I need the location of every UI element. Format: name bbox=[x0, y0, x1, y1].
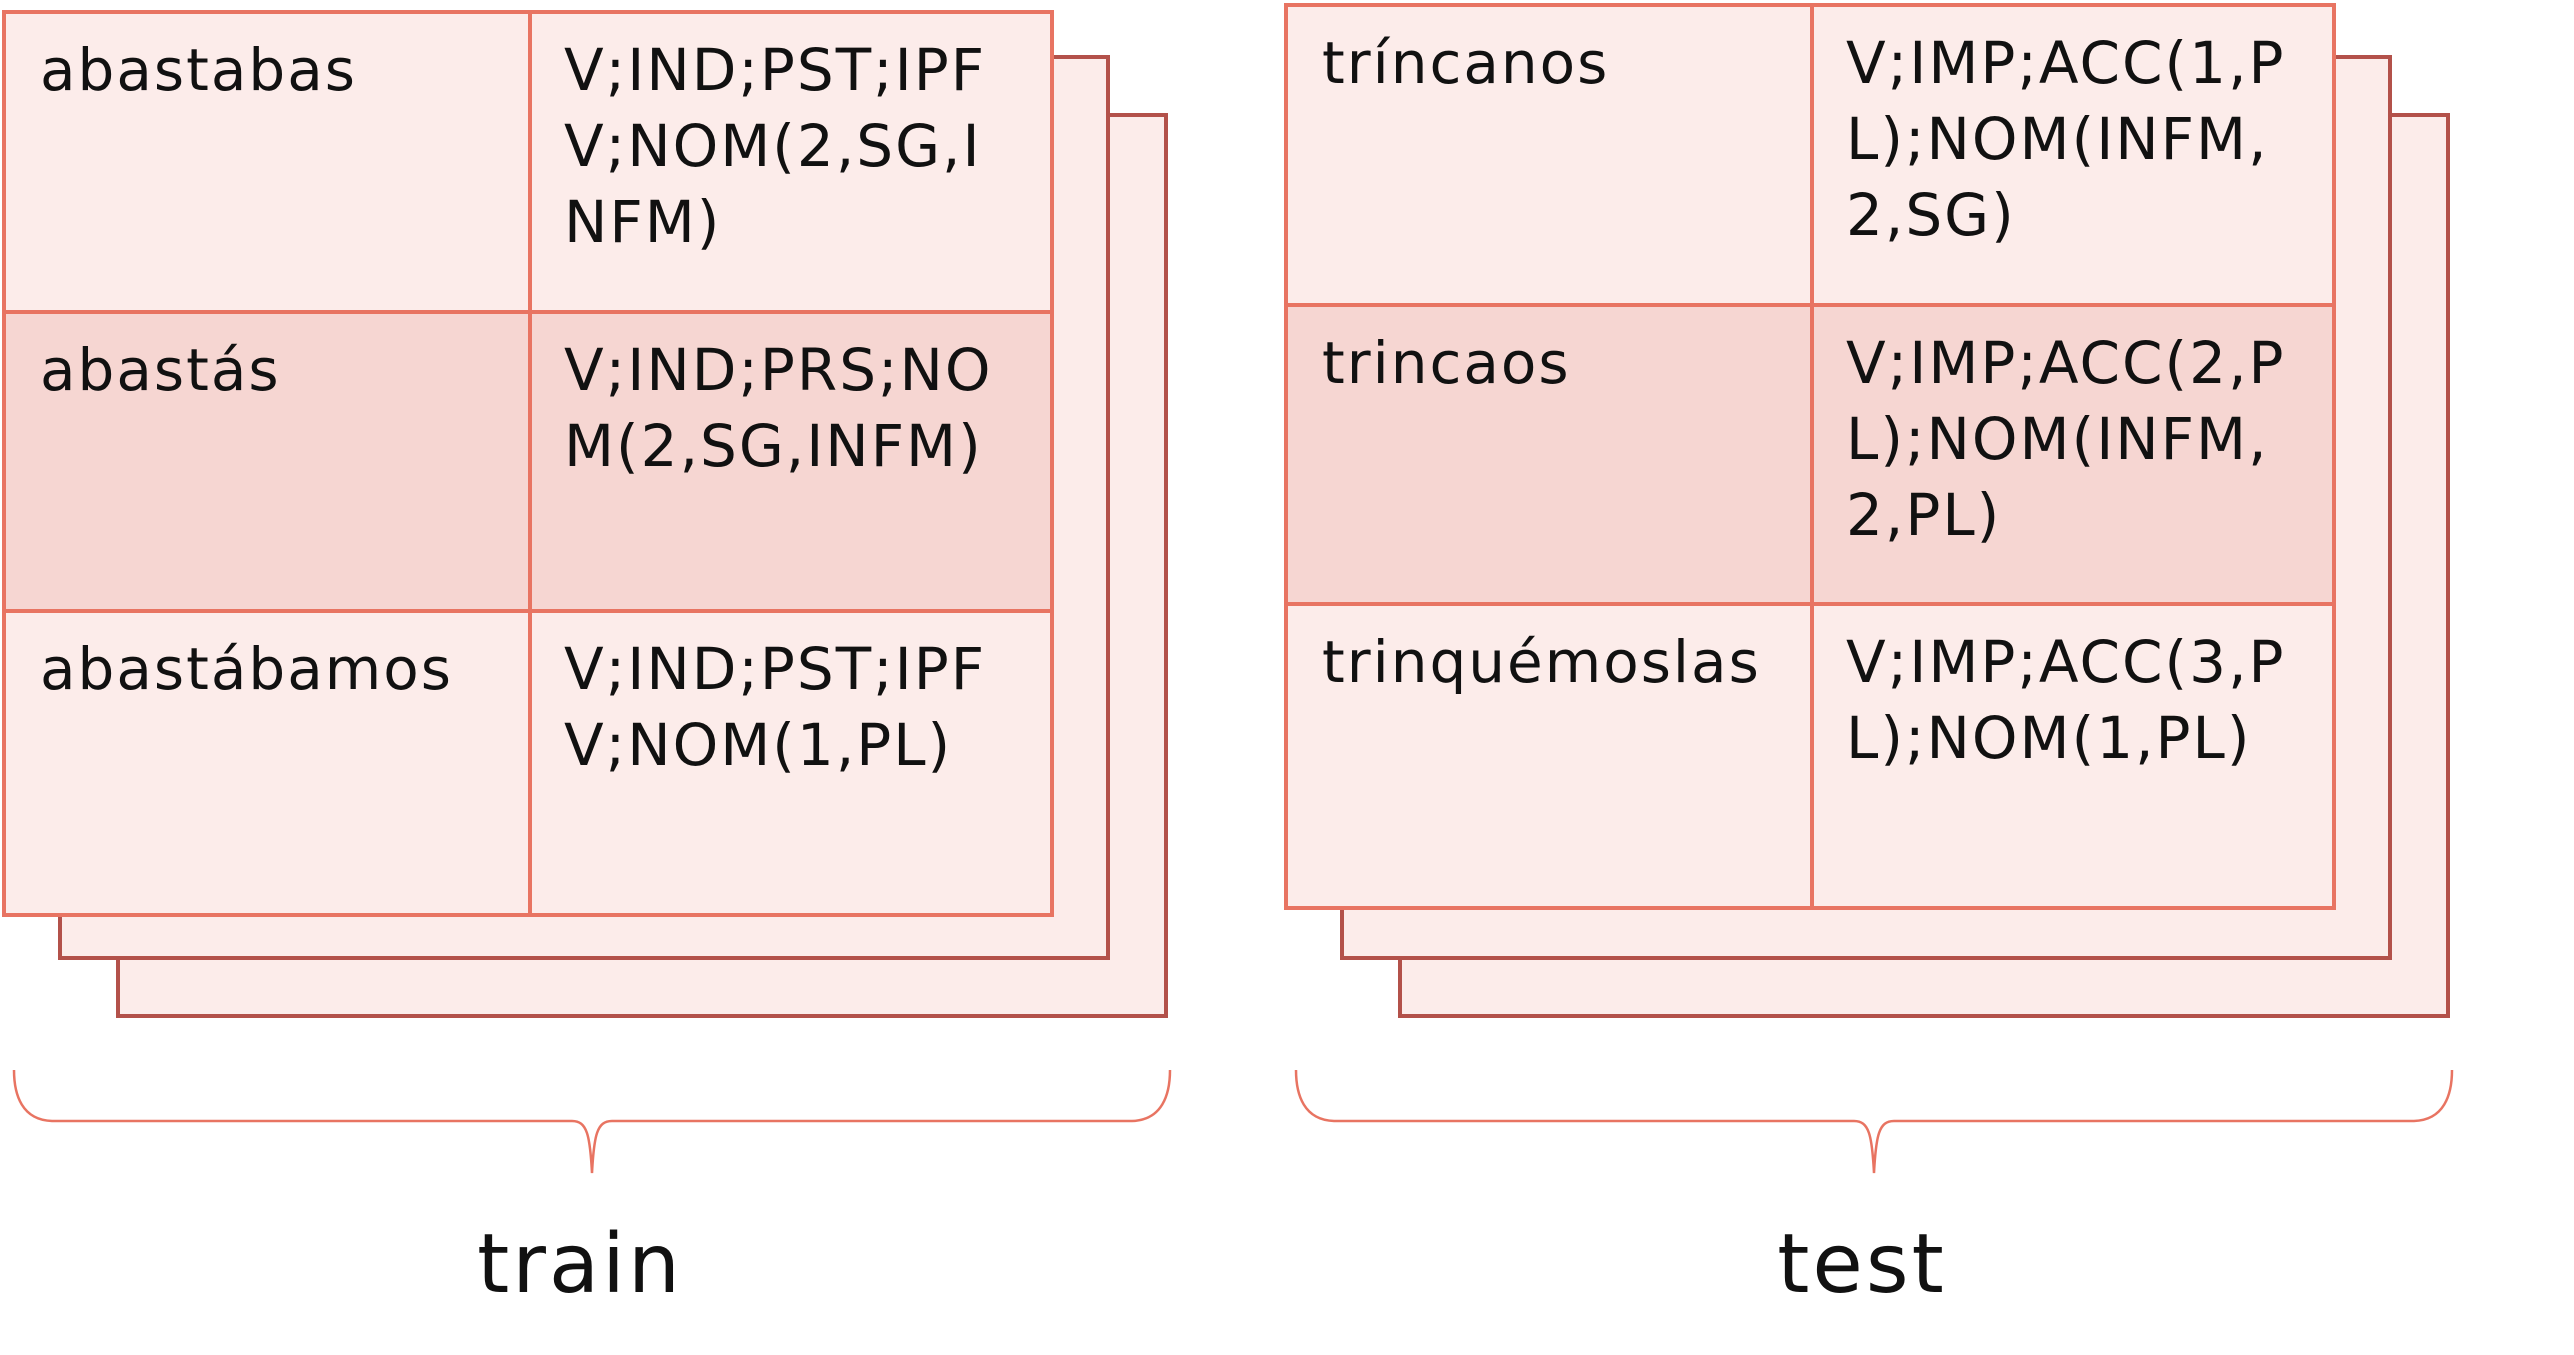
word-cell: trincaos bbox=[1288, 306, 1814, 607]
train-label: train bbox=[477, 1217, 683, 1312]
tag-cell: V;IMP;ACC(2,PL);NOM(INFM,2,PL) bbox=[1814, 306, 2332, 607]
word-cell: abastás bbox=[6, 313, 532, 614]
tag-cell: V;IMP;ACC(1,PL);NOM(INFM,2,SG) bbox=[1814, 7, 2332, 307]
train-brace bbox=[12, 1069, 1172, 1174]
test-table: tríncanos V;IMP;ACC(1,PL);NOM(INFM,2,SG)… bbox=[1284, 3, 2336, 910]
word-cell: abastabas bbox=[6, 14, 532, 314]
tag-cell: V;IND;PST;IPFV;NOM(1,PL) bbox=[564, 635, 987, 780]
test-group: tríncanos V;IMP;ACC(1,PL);NOM(INFM,2,SG)… bbox=[1282, 0, 2462, 1355]
word-cell: abastábamos bbox=[6, 613, 532, 913]
word-cell: trinquémoslas bbox=[1288, 606, 1814, 906]
word-cell: tríncanos bbox=[1288, 7, 1814, 307]
test-label: test bbox=[1777, 1217, 1947, 1312]
tag-cell: V;IND;PST;IPFV;NOM(2,SG,INFM) bbox=[532, 14, 1050, 314]
tag-cell: V;IMP;ACC(3,PL);NOM(1,PL) bbox=[1846, 628, 2286, 773]
train-group: abastabas V;IND;PST;IPFV;NOM(2,SG,INFM) … bbox=[0, 0, 1180, 1355]
tag-cell: V;IND;PRS;NOM(2,SG,INFM) bbox=[532, 313, 1050, 614]
train-table: abastabas V;IND;PST;IPFV;NOM(2,SG,INFM) … bbox=[2, 10, 1054, 917]
test-brace bbox=[1294, 1069, 2454, 1174]
